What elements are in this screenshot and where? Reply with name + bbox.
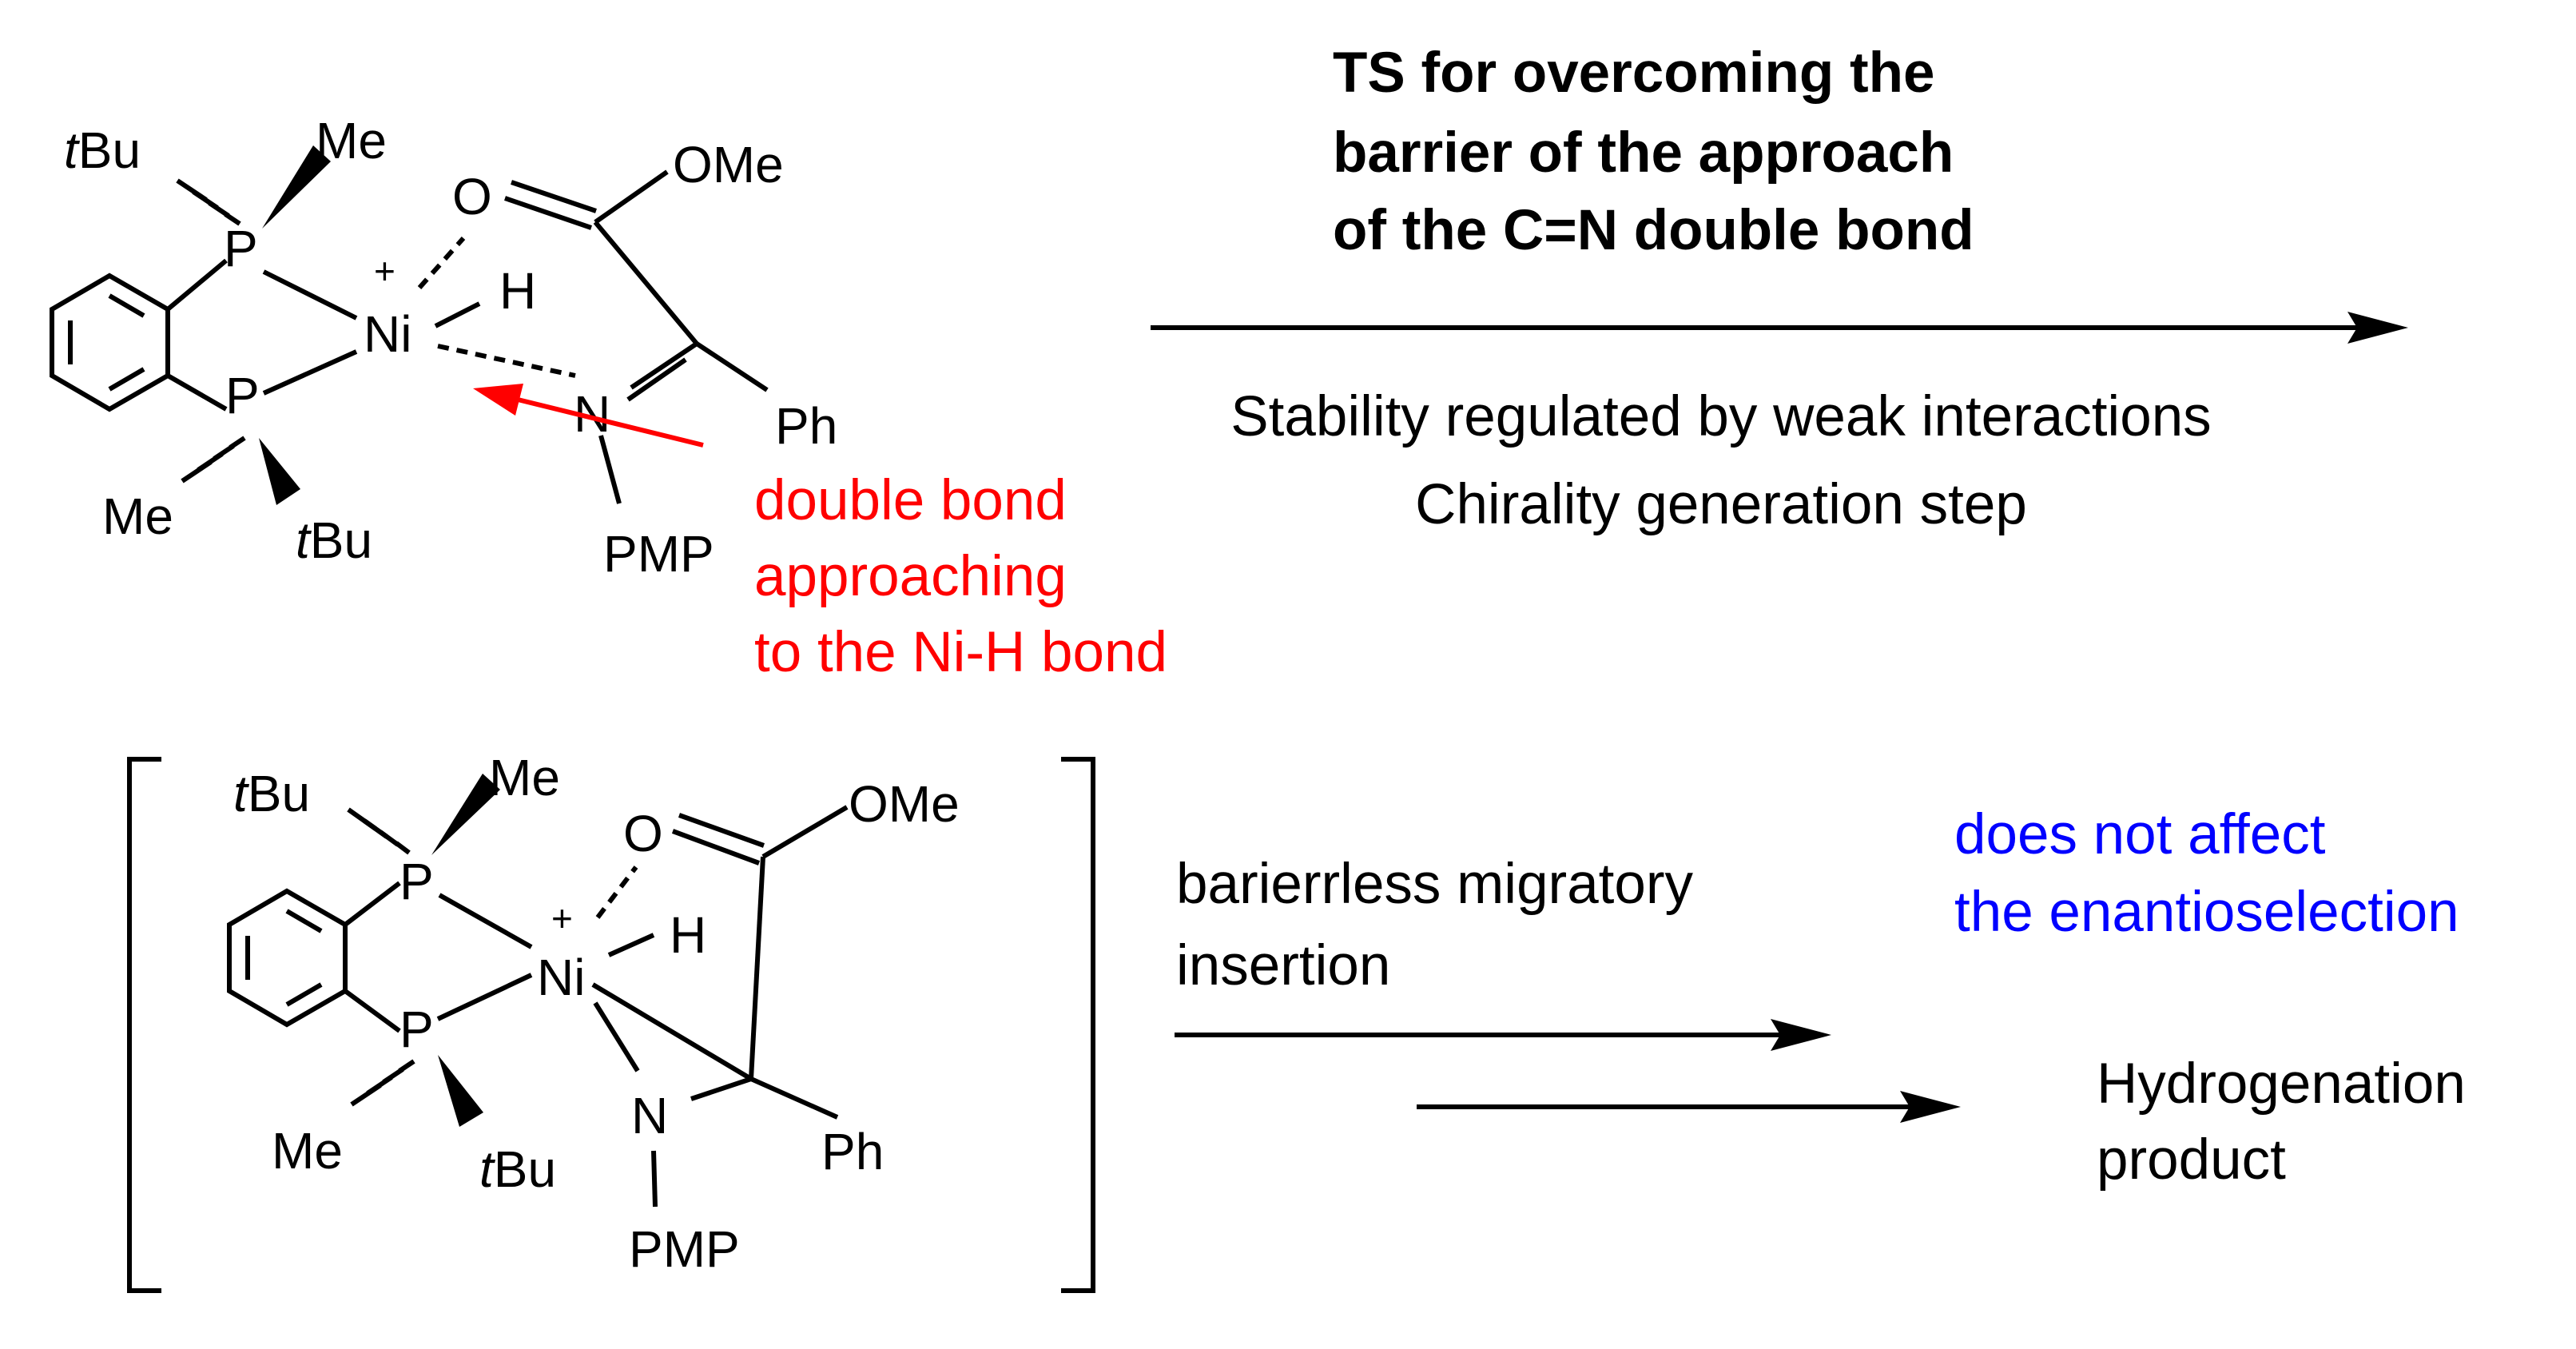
top-reaction-arrow: TS for overcoming the barrier of the app… xyxy=(1151,42,2408,536)
pmp-label: PMP xyxy=(629,1220,740,1278)
hashed-wedge xyxy=(181,436,246,483)
enantioselection-note: does not affect the enantioselection xyxy=(1954,803,2459,944)
methyl-label: Me xyxy=(102,487,173,545)
tbu-label: tBu xyxy=(64,121,141,179)
phenyl-label: Ph xyxy=(775,397,837,455)
benzene-ring xyxy=(227,888,348,1028)
solid-wedge xyxy=(262,145,331,229)
solid-wedge xyxy=(438,1055,483,1127)
arrow-title-line: of the C=N double bond xyxy=(1333,199,1974,262)
nitrogen-label: N xyxy=(631,1087,668,1144)
hydrogenation-arrow xyxy=(1417,1091,1961,1123)
phenyl-label: Ph xyxy=(821,1123,884,1180)
hydride-label: H xyxy=(499,262,536,320)
pmp-label: PMP xyxy=(603,525,714,583)
note-line: does not affect xyxy=(1954,803,2326,866)
methyl-label: Me xyxy=(272,1122,343,1180)
left-bracket xyxy=(127,757,161,1293)
product-line: product xyxy=(2097,1128,2286,1192)
arrow-title-line: barrier of the approach xyxy=(1333,121,1954,185)
phosphorus-label: P xyxy=(400,1001,434,1058)
arrow-label-line: insertion xyxy=(1176,934,1390,997)
arrow-label-line: barierrless migratory xyxy=(1176,853,1694,916)
nickel-label: Ni xyxy=(364,305,411,363)
positive-charge: + xyxy=(374,250,396,292)
benzene-ring xyxy=(50,273,170,412)
arrow-head xyxy=(2347,312,2408,344)
annotation-line: to the Ni-H bond xyxy=(754,621,1167,684)
approach-annotation: double bond approaching to the Ni-H bond xyxy=(754,469,1167,684)
tbu-label: tBu xyxy=(296,511,372,569)
oxygen-label: O xyxy=(623,805,663,862)
oxygen-label: O xyxy=(452,168,492,225)
hashed-wedge xyxy=(176,178,241,226)
tbu-label: tBu xyxy=(233,765,310,822)
arrow-head xyxy=(1900,1091,1961,1123)
phosphorus-label: P xyxy=(400,853,434,910)
nickel-label: Ni xyxy=(537,949,585,1006)
methyl-label: Me xyxy=(489,749,560,806)
intermediate-structure-bottom: tBu Me P P + Ni H O OMe N Ph PMP Me tBu xyxy=(127,749,1095,1293)
arrow-title-line: TS for overcoming the xyxy=(1333,42,1934,105)
methyl-label: Me xyxy=(316,112,387,169)
hashed-wedge xyxy=(350,1059,415,1107)
product-line: Hydrogenation xyxy=(2097,1053,2466,1116)
arrow-note-line: Chirality generation step xyxy=(1415,473,2027,536)
phosphorus-label: P xyxy=(224,220,258,277)
phosphorus-label: P xyxy=(225,367,260,424)
insertion-arrow: barierrless migratory insertion xyxy=(1175,853,1831,1051)
arrow-head xyxy=(1771,1019,1831,1051)
product-label: Hydrogenation product xyxy=(2097,1053,2466,1192)
solid-wedge xyxy=(431,774,500,855)
methoxy-label: OMe xyxy=(673,136,784,193)
annotation-line: double bond xyxy=(754,469,1067,532)
methoxy-label: OMe xyxy=(849,775,960,833)
arrow-note-line: Stability regulated by weak interactions xyxy=(1230,385,2211,448)
solid-wedge xyxy=(259,438,300,505)
hydride-label: H xyxy=(670,906,706,964)
right-bracket xyxy=(1061,757,1095,1293)
ts-structure-top: tBu Me P P + Ni H O OMe N Ph PMP Me tBu xyxy=(50,112,837,583)
note-line: the enantioselection xyxy=(1954,881,2459,944)
annotation-line: approaching xyxy=(754,545,1067,608)
positive-charge: + xyxy=(551,897,573,939)
tbu-label: tBu xyxy=(479,1140,556,1198)
approach-arrow xyxy=(473,384,704,448)
hashed-wedge xyxy=(347,807,411,855)
